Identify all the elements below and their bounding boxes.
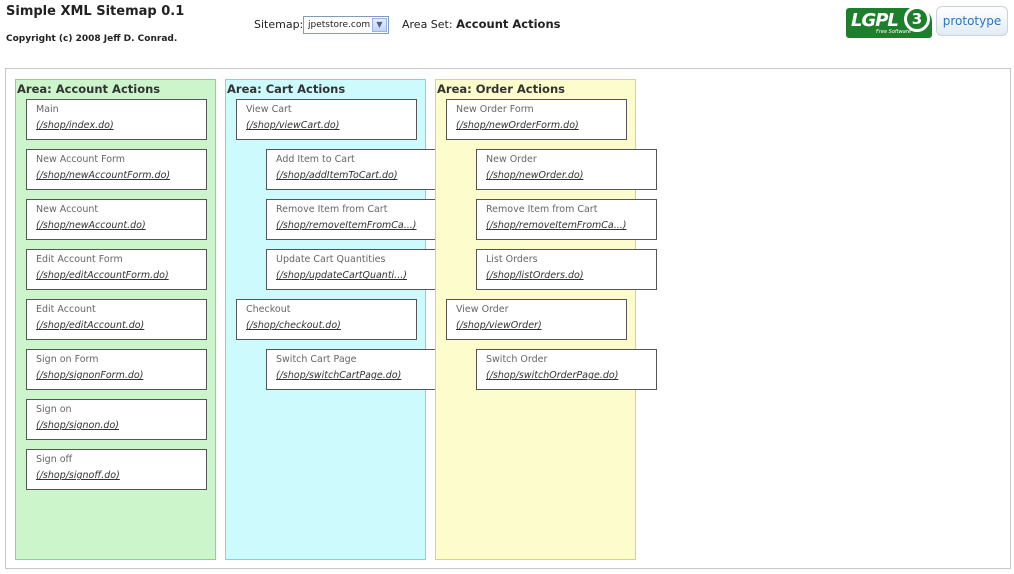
sitemap-node[interactable]: View Order (/shop/viewOrder): [446, 299, 627, 340]
sitemap-node[interactable]: Main (/shop/index.do): [26, 99, 207, 140]
node-url-link[interactable]: (/shop/updateCartQuanti...): [276, 270, 407, 281]
node-url-link[interactable]: (/shop/newOrderForm.do): [456, 120, 579, 131]
node-url-link[interactable]: (/shop/editAccountForm.do): [36, 270, 169, 281]
prototype-logo[interactable]: prototype: [936, 6, 1008, 36]
copyright-text: Copyright (c) 2008 Jeff D. Conrad.: [6, 34, 178, 44]
node-name: Switch Cart Page: [276, 354, 357, 365]
node-url-link[interactable]: (/shop/editAccount.do): [36, 320, 145, 331]
node-name: List Orders: [486, 254, 538, 265]
node-name: Main: [36, 104, 59, 115]
app-title: Simple XML Sitemap 0.1: [6, 4, 185, 19]
node-name: Switch Order: [486, 354, 548, 365]
node-name: Edit Account: [36, 304, 96, 315]
sitemap-canvas: [5, 68, 1011, 569]
sitemap-node[interactable]: Update Cart Quantities (/shop/updateCartQ…: [266, 249, 447, 290]
node-url-link[interactable]: (/shop/removeItemFromCa...): [276, 220, 417, 231]
chevron-down-icon[interactable]: ▼: [372, 18, 387, 32]
node-url-link[interactable]: (/shop/newAccount.do): [36, 220, 146, 231]
sitemap-node[interactable]: Switch Cart Page (/shop/switchCartPage.do…: [266, 349, 447, 390]
lgpl-logo-text: LGPL: [851, 10, 899, 31]
sitemap-node[interactable]: Edit Account (/shop/editAccount.do): [26, 299, 207, 340]
sitemap-select[interactable]: jpetstore.com ▼: [303, 16, 389, 34]
node-url-link[interactable]: (/shop/viewOrder): [456, 320, 542, 331]
node-name: New Order: [486, 154, 537, 165]
sitemap-node[interactable]: New Account Form (/shop/newAccountForm.do…: [26, 149, 207, 190]
sitemap-node[interactable]: Sign on (/shop/signon.do): [26, 399, 207, 440]
sitemap-node[interactable]: Checkout (/shop/checkout.do): [236, 299, 417, 340]
node-url-link[interactable]: (/shop/signoff.do): [36, 470, 120, 481]
node-name: Remove Item from Cart: [486, 204, 598, 215]
sitemap-node[interactable]: New Order Form (/shop/newOrderForm.do): [446, 99, 627, 140]
area-account-actions: Area: Account Actions Main (/shop/index.d…: [15, 79, 216, 560]
node-name: View Order: [456, 304, 509, 315]
node-url-link[interactable]: (/shop/listOrders.do): [486, 270, 584, 281]
sitemap-node[interactable]: List Orders (/shop/listOrders.do): [476, 249, 657, 290]
node-name: Sign off: [36, 454, 73, 465]
sitemap-node[interactable]: Add Item to Cart (/shop/addItemToCart.do): [266, 149, 447, 190]
prototype-logo-text: prototype: [942, 14, 1002, 28]
node-url-link[interactable]: (/shop/checkout.do): [246, 320, 341, 331]
sitemap-node[interactable]: Remove Item from Cart (/shop/removeItemFr…: [476, 199, 657, 240]
sitemap-node[interactable]: Switch Order (/shop/switchOrderPage.do): [476, 349, 657, 390]
node-url-link[interactable]: (/shop/viewCart.do): [246, 120, 340, 131]
node-url-link[interactable]: (/shop/switchCartPage.do): [276, 370, 402, 381]
node-url-link[interactable]: (/shop/index.do): [36, 120, 114, 131]
sitemap-node[interactable]: Remove Item from Cart (/shop/removeItemFr…: [266, 199, 447, 240]
area-title: Area: Order Actions: [437, 82, 565, 96]
area-set-value: Account Actions: [456, 17, 561, 31]
sitemap-label: Sitemap:: [254, 18, 304, 31]
node-url-link[interactable]: (/shop/switchOrderPage.do): [486, 370, 619, 381]
sitemap-node[interactable]: New Order (/shop/newOrder.do): [476, 149, 657, 190]
area-order-actions: Area: Order Actions New Order Form (/shop…: [435, 79, 657, 560]
node-name: New Account Form: [36, 154, 126, 165]
area-title: Area: Account Actions: [17, 82, 161, 96]
area-set-label: Area Set:: [402, 18, 453, 31]
node-url-link[interactable]: (/shop/removeItemFromCa...): [486, 220, 627, 231]
node-name: Sign on Form: [36, 354, 99, 365]
area-cart-actions: Area: Cart Actions View Cart (/shop/viewC…: [225, 79, 447, 560]
lgpl-version-badge: 3: [904, 6, 930, 32]
node-url-link[interactable]: (/shop/signonForm.do): [36, 370, 144, 381]
sitemap-node[interactable]: New Account (/shop/newAccount.do): [26, 199, 207, 240]
sitemap-node[interactable]: Edit Account Form (/shop/editAccountForm.…: [26, 249, 207, 290]
lgpl-logo[interactable]: LGPL 3 Free Software: [846, 6, 932, 38]
sitemap-selected-value: jpetstore.com: [308, 20, 371, 30]
node-name: View Cart: [246, 104, 292, 115]
node-name: Remove Item from Cart: [276, 204, 388, 215]
node-name: Add Item to Cart: [276, 154, 355, 165]
node-url-link[interactable]: (/shop/newOrder.do): [486, 170, 584, 181]
area-set: Area Set: Account Actions: [402, 17, 561, 31]
node-name: Edit Account Form: [36, 254, 123, 265]
node-name: New Order Form: [456, 104, 534, 115]
node-url-link[interactable]: (/shop/newAccountForm.do): [36, 170, 171, 181]
node-name: Update Cart Quantities: [276, 254, 386, 265]
node-name: Sign on: [36, 404, 72, 415]
node-name: Checkout: [246, 304, 291, 315]
sitemap-node[interactable]: View Cart (/shop/viewCart.do): [236, 99, 417, 140]
node-url-link[interactable]: (/shop/signon.do): [36, 420, 119, 431]
sitemap-node[interactable]: Sign off (/shop/signoff.do): [26, 449, 207, 490]
sitemap-node[interactable]: Sign on Form (/shop/signonForm.do): [26, 349, 207, 390]
lgpl-subtitle: Free Software: [876, 29, 911, 35]
area-title: Area: Cart Actions: [227, 82, 346, 96]
node-url-link[interactable]: (/shop/addItemToCart.do): [276, 170, 398, 181]
node-name: New Account: [36, 204, 99, 215]
